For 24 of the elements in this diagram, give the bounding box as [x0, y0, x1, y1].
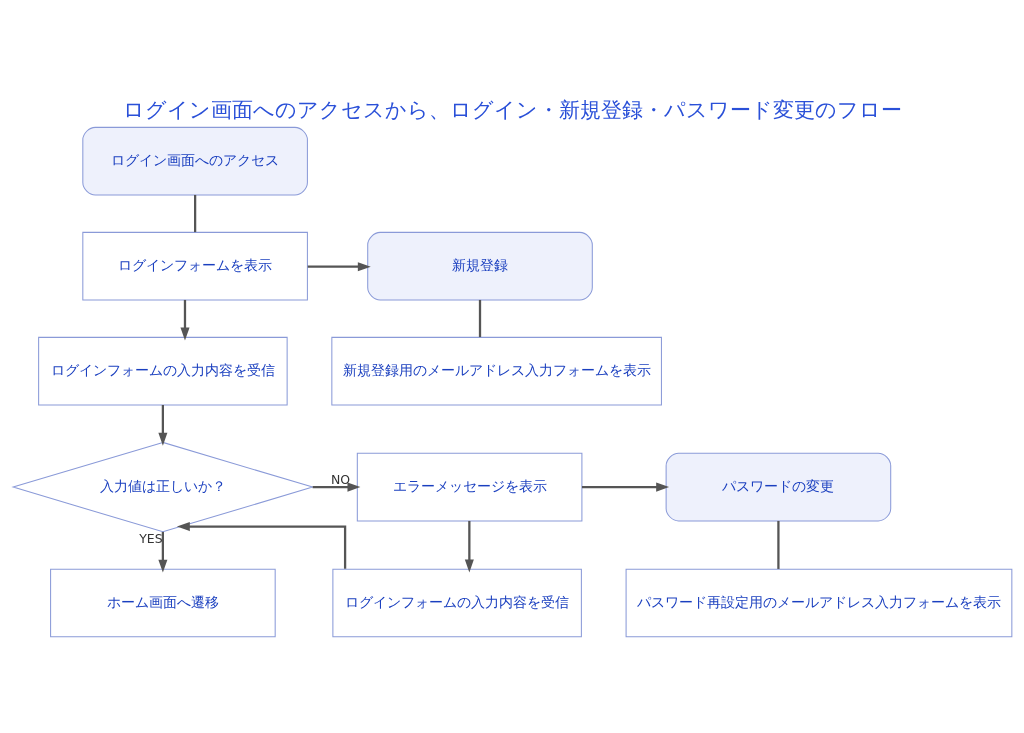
node-box: ログインフォームを表示 — [81, 231, 308, 301]
node-box: パスワード再設定用のメールアドレス入力フォームを表示 — [625, 568, 1012, 638]
arrow — [179, 299, 189, 341]
edge-label: NO — [330, 471, 350, 487]
edge-label: YES — [138, 530, 163, 546]
node-box: ホーム画面へ遷移 — [49, 568, 276, 638]
arrow — [464, 520, 474, 573]
node-box: 新規登録 — [366, 231, 593, 301]
arrow — [312, 482, 360, 492]
arrow — [176, 522, 346, 569]
node-box: ログインフォームの入力内容を受信 — [37, 336, 288, 406]
node-box: ログインフォームの入力内容を受信 — [331, 568, 582, 638]
node-box: パスワードの変更 — [665, 452, 891, 522]
node-box: エラーメッセージを表示 — [356, 452, 582, 522]
arrow — [307, 262, 371, 272]
diagram-title: ログイン画面へのアクセスから、ログイン・新規登録・パスワード変更のフロー — [122, 97, 902, 122]
arrow — [157, 531, 167, 573]
connector — [478, 299, 481, 338]
connector — [776, 520, 780, 569]
node-box: ログイン画面へのアクセス — [81, 126, 308, 196]
arrow — [581, 482, 669, 492]
connector — [193, 194, 196, 233]
arrow — [157, 405, 167, 446]
node-box: 新規登録用のメールアドレス入力フォームを表示 — [330, 336, 662, 406]
